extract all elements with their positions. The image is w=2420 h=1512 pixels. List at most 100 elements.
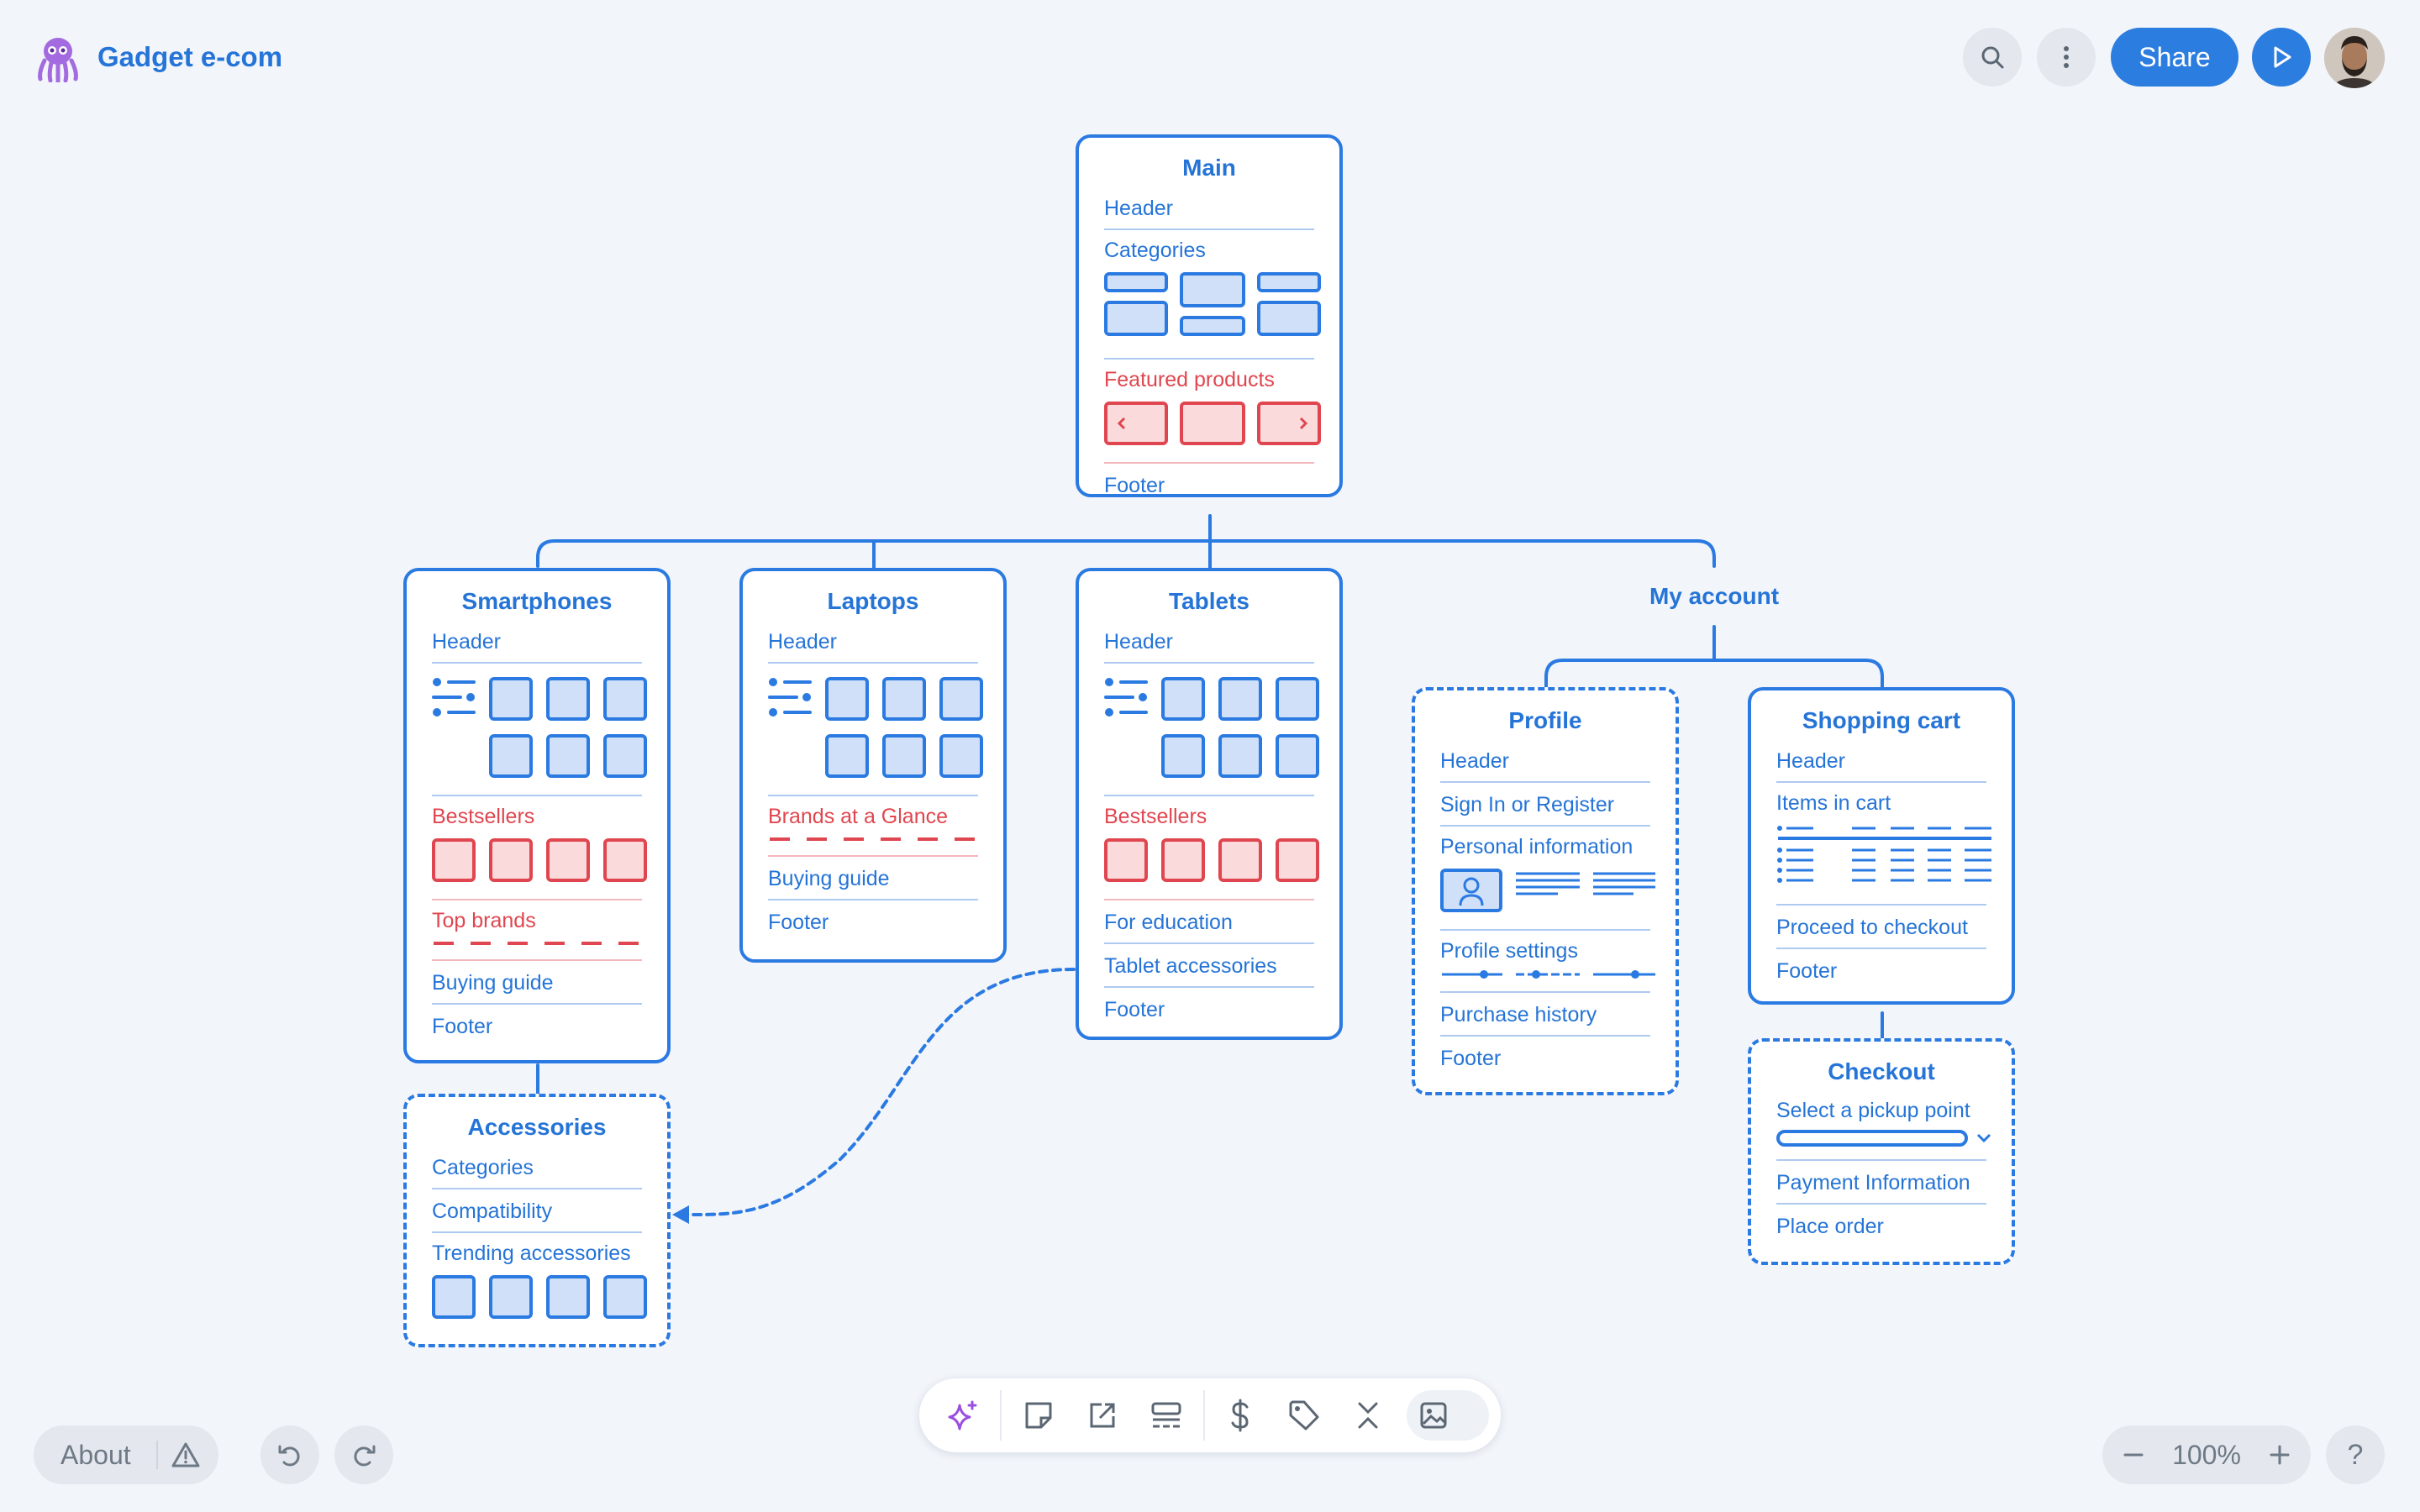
item-footer: Footer	[1104, 998, 1165, 1021]
item-items-in-cart: Items in cart	[1776, 791, 1891, 815]
pricing-button[interactable]	[1215, 1390, 1265, 1441]
about-label: About	[60, 1440, 131, 1470]
app-title[interactable]: Gadget e-com	[97, 41, 283, 72]
undo-button[interactable]	[260, 1425, 319, 1484]
item-payment-information: Payment Information	[1776, 1161, 1986, 1205]
item-place-order: Place order	[1776, 1215, 1884, 1238]
redo-button[interactable]	[334, 1425, 393, 1484]
item-footer: Footer	[1776, 959, 1838, 983]
zoom-control: 100%	[2102, 1425, 2311, 1484]
categories-wireframe	[1104, 269, 1321, 360]
item-bestsellers: Bestsellers	[1104, 805, 1207, 828]
collapse-button[interactable]	[1343, 1390, 1393, 1441]
item-buying-guide: Buying guide	[768, 857, 978, 900]
item-trending-accessories: Trending accessories	[432, 1242, 631, 1265]
item-tablet-accessories: Tablet accessories	[1104, 944, 1314, 988]
image-icon	[1420, 1402, 1447, 1429]
card-title: Laptops	[827, 588, 919, 614]
item-brands-at-a-glance: Brands at a Glance	[768, 805, 949, 828]
card-title: Tablets	[1169, 588, 1249, 614]
user-avatar[interactable]	[2324, 28, 2385, 88]
undo-icon	[278, 1445, 300, 1467]
card-title: Accessories	[467, 1114, 607, 1140]
top-brands-wireframe	[432, 939, 647, 961]
my-account-title[interactable]: My account	[1649, 583, 1780, 609]
item-featured-products: Featured products	[1104, 368, 1275, 391]
octopus-logo-icon	[35, 35, 81, 84]
section-button[interactable]	[1141, 1390, 1192, 1441]
about-button[interactable]: About	[34, 1425, 218, 1484]
warning-icon[interactable]	[171, 1441, 200, 1468]
product-grid-wireframe	[1104, 664, 1319, 796]
help-button[interactable]: ?	[2326, 1425, 2385, 1484]
item-top-brands: Top brands	[432, 909, 536, 932]
item-profile-settings: Profile settings	[1440, 939, 1578, 963]
link-button[interactable]	[1077, 1390, 1128, 1441]
zoom-out-icon[interactable]	[2123, 1445, 2144, 1465]
item-footer: Footer	[768, 911, 829, 934]
item-categories: Categories	[432, 1146, 642, 1189]
card-title: Checkout	[1828, 1058, 1935, 1084]
pickup-dropdown-wireframe	[1776, 1129, 1991, 1161]
card-shopping-cart[interactable]: Shopping cart Header Items in cart Proce…	[1748, 687, 2015, 1005]
card-smartphones[interactable]: Smartphones Header Bestsellers Top brand…	[403, 568, 671, 1063]
card-title: Smartphones	[461, 588, 613, 614]
search-icon	[1981, 46, 2004, 69]
cart-table-wireframe	[1776, 822, 1991, 906]
item-personal-information: Personal information	[1440, 835, 1634, 858]
sticky-note-icon	[1025, 1402, 1052, 1429]
item-header: Header	[768, 620, 978, 664]
featured-carousel-wireframe	[1104, 398, 1321, 464]
item-header: Header	[1776, 739, 1986, 783]
bottom-toolbar	[919, 1378, 1501, 1452]
image-button[interactable]	[1407, 1390, 1489, 1441]
more-vertical-icon	[2064, 46, 2069, 68]
item-bestsellers: Bestsellers	[432, 805, 535, 828]
card-laptops[interactable]: Laptops Header Brands at a Glance Buying…	[739, 568, 1007, 963]
card-tablets[interactable]: Tablets Header Bestsellers For education…	[1076, 568, 1343, 1040]
card-main[interactable]: Main Header Categories Featured products	[1076, 134, 1343, 497]
redo-icon	[354, 1445, 376, 1467]
item-buying-guide: Buying guide	[432, 961, 642, 1005]
tag-button[interactable]	[1279, 1390, 1329, 1441]
zoom-in-icon[interactable]	[2269, 1444, 2291, 1466]
product-grid-wireframe	[432, 664, 647, 796]
item-for-education: For education	[1104, 900, 1314, 944]
item-header: Header	[1104, 186, 1314, 230]
personal-info-wireframe	[1440, 865, 1655, 931]
item-header: Header	[1104, 620, 1314, 664]
item-categories: Categories	[1104, 239, 1206, 262]
bestsellers-wireframe	[1104, 835, 1319, 900]
item-select-pickup-point: Select a pickup point	[1776, 1099, 1970, 1122]
card-title: Profile	[1508, 707, 1582, 733]
item-compatibility: Compatibility	[432, 1189, 642, 1233]
card-title: Main	[1182, 155, 1236, 181]
tag-icon	[1289, 1400, 1319, 1431]
card-profile[interactable]: Profile Header Sign In or Register Perso…	[1412, 687, 1679, 1095]
search-button[interactable]	[1963, 28, 2022, 87]
share-button[interactable]: Share	[2111, 28, 2238, 87]
brands-wireframe	[768, 835, 983, 857]
ai-sparkle-icon	[948, 1400, 977, 1431]
item-header: Header	[1440, 739, 1650, 783]
item-footer: Footer	[432, 1015, 493, 1038]
settings-sliders-wireframe	[1440, 969, 1655, 993]
sticky-note-button[interactable]	[1013, 1390, 1064, 1441]
card-checkout[interactable]: Checkout Select a pickup point Payment I…	[1748, 1038, 2015, 1265]
card-accessories[interactable]: Accessories Categories Compatibility Tre…	[403, 1094, 671, 1347]
present-button[interactable]	[2252, 28, 2311, 87]
item-footer: Footer	[1104, 474, 1165, 497]
item-purchase-history: Purchase history	[1440, 993, 1650, 1037]
ai-sparkle-button[interactable]	[938, 1390, 988, 1441]
external-link-icon	[1090, 1403, 1115, 1428]
item-sign-in: Sign In or Register	[1440, 783, 1650, 827]
trending-wireframe	[432, 1272, 647, 1325]
product-grid-wireframe	[768, 664, 983, 796]
card-title: Shopping cart	[1802, 707, 1961, 733]
play-icon	[2274, 46, 2291, 68]
more-options-button[interactable]	[2037, 28, 2096, 87]
collapse-icon	[1358, 1402, 1378, 1429]
bestsellers-wireframe	[432, 835, 647, 900]
item-header: Header	[432, 620, 642, 664]
